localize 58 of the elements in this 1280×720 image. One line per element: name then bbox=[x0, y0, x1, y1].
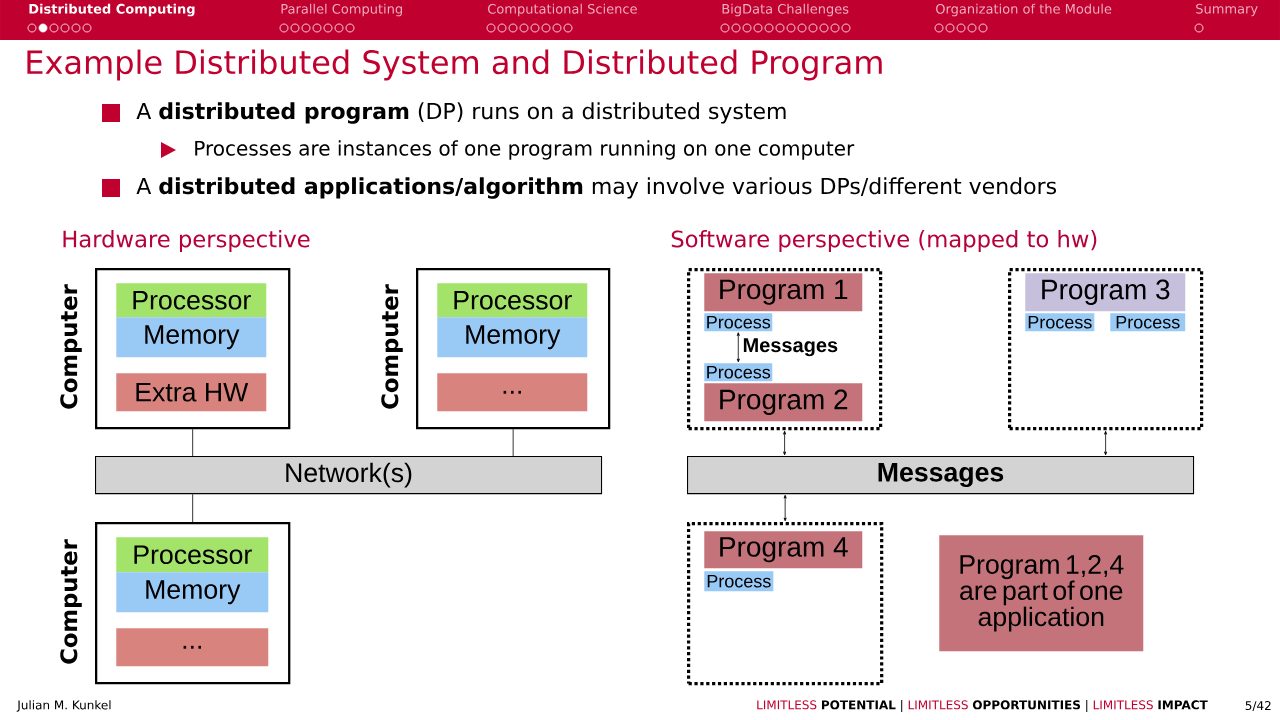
hardware-box: Extra HW bbox=[116, 373, 267, 412]
label: IMPACT bbox=[1158, 700, 1208, 710]
label: LIMITLESS bbox=[1093, 700, 1153, 710]
process-box: Process bbox=[704, 571, 774, 592]
label: | bbox=[1086, 699, 1088, 712]
arrow bbox=[783, 430, 787, 456]
process-box: Process bbox=[704, 313, 773, 332]
memory-box: Memory bbox=[437, 317, 588, 358]
program-box: Program 3 bbox=[1025, 273, 1186, 312]
network-bar: Network(s) bbox=[95, 456, 603, 495]
hardware-box: ... bbox=[116, 628, 269, 667]
page-number: 5/42 bbox=[1245, 701, 1271, 711]
processor-box: Processor bbox=[437, 283, 588, 318]
box-label: Computer bbox=[60, 284, 82, 409]
label: LIMITLESS bbox=[908, 700, 968, 710]
dotted-box bbox=[687, 268, 883, 431]
bullet-text: A distributed program (DP) runs on a distributed system bbox=[136, 102, 786, 124]
label: OPPORTUNITIES bbox=[972, 700, 1081, 710]
dotted-box bbox=[687, 522, 884, 686]
hardware-box: ... bbox=[437, 373, 588, 412]
processor-box: Processor bbox=[116, 537, 269, 573]
label: | bbox=[901, 699, 903, 712]
nav-link: Organization of the Module bbox=[936, 3, 1112, 17]
arrow bbox=[1104, 430, 1108, 456]
nav-link: Distributed Computing bbox=[29, 3, 195, 17]
label: POTENTIAL bbox=[821, 700, 896, 710]
processor-box: Processor bbox=[116, 283, 267, 318]
connector-line bbox=[512, 428, 514, 457]
slide-title: Example Distributed System and Distributed Program bbox=[27, 49, 882, 81]
memory-box: Memory bbox=[116, 317, 267, 358]
note-box: Program 1,2,4 are part of one application bbox=[939, 535, 1144, 652]
nav-link: BigData Challenges bbox=[722, 3, 849, 17]
program-box: Program 1 bbox=[704, 273, 863, 312]
edge-label: Messages bbox=[741, 336, 840, 358]
process-box: Process bbox=[1110, 313, 1186, 332]
footer-slogan: LIMITLESS POTENTIAL | LIMITLESS OPPORTUNITIES | LIMITLESS IMPACT bbox=[757, 700, 1208, 712]
section-heading: Hardware perspective bbox=[63, 230, 310, 252]
arrow bbox=[783, 494, 787, 522]
program-box: Program 2 bbox=[704, 383, 863, 422]
box-label: Computer bbox=[60, 539, 82, 664]
memory-box: Memory bbox=[116, 572, 269, 613]
connector-line bbox=[192, 428, 194, 457]
arrow bbox=[736, 332, 740, 363]
bullet-text: Processes are instances of one program running on one computer bbox=[195, 140, 855, 160]
messages-bar: Messages bbox=[687, 456, 1195, 495]
label: LIMITLESS bbox=[757, 700, 817, 710]
program-box: Program 4 bbox=[704, 531, 863, 569]
nav-link: Computational Science bbox=[488, 3, 637, 17]
nav-link: Summary bbox=[1196, 3, 1258, 17]
section-heading: Software perspective (mapped to hw) bbox=[671, 230, 1097, 252]
connector-line bbox=[192, 493, 194, 523]
process-box: Process bbox=[1025, 313, 1095, 332]
author-name: Julian M. Kunkel bbox=[16, 700, 111, 712]
bullet-text: A distributed applications/algorithm may involve various DPs/different vendors bbox=[136, 177, 1056, 199]
nav-link: Parallel Computing bbox=[281, 3, 402, 17]
box-label: Computer bbox=[381, 284, 403, 409]
dotted-box bbox=[1008, 268, 1204, 431]
process-box: Process bbox=[704, 363, 773, 382]
